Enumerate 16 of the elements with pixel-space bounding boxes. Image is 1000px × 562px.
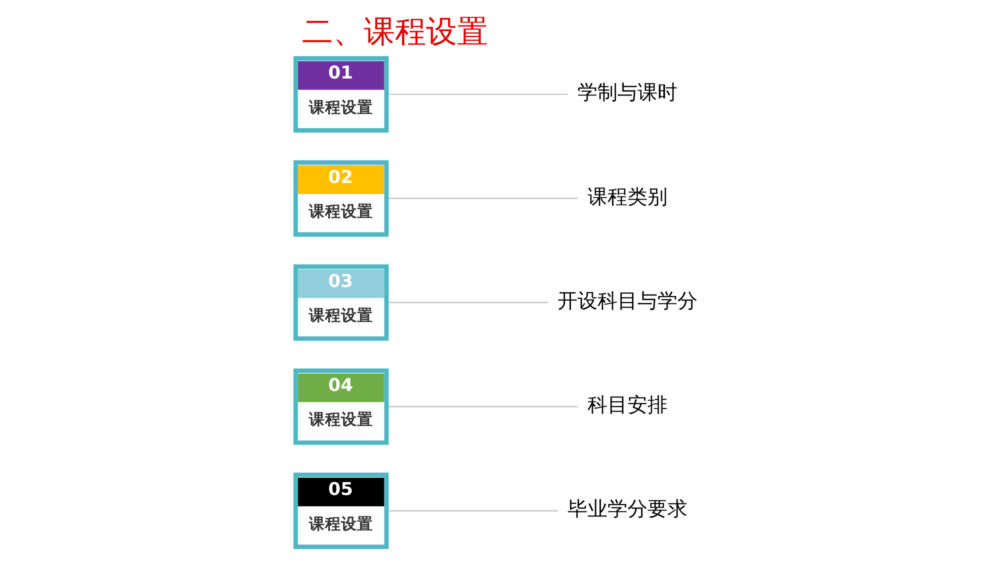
connector	[388, 510, 558, 512]
node-text: 科目安排	[587, 394, 668, 417]
node-text: 学制与课时	[577, 81, 678, 104]
connector	[388, 94, 568, 95]
node-box: 01 课程设置	[293, 56, 389, 133]
connector	[388, 406, 578, 408]
connector	[388, 302, 548, 304]
node-box: 05 课程设置	[293, 472, 389, 550]
node-box: 02 课程设置	[293, 160, 389, 237]
node-box: 03 课程设置	[293, 264, 389, 341]
diagram-title: 二、课程设置	[302, 14, 488, 50]
node-text: 课程类别	[587, 185, 668, 208]
node-text: 毕业学分要求	[567, 498, 688, 521]
node-box: 04 课程设置	[293, 368, 389, 445]
connector	[388, 198, 578, 200]
node-text: 开设科目与学分	[557, 289, 698, 312]
